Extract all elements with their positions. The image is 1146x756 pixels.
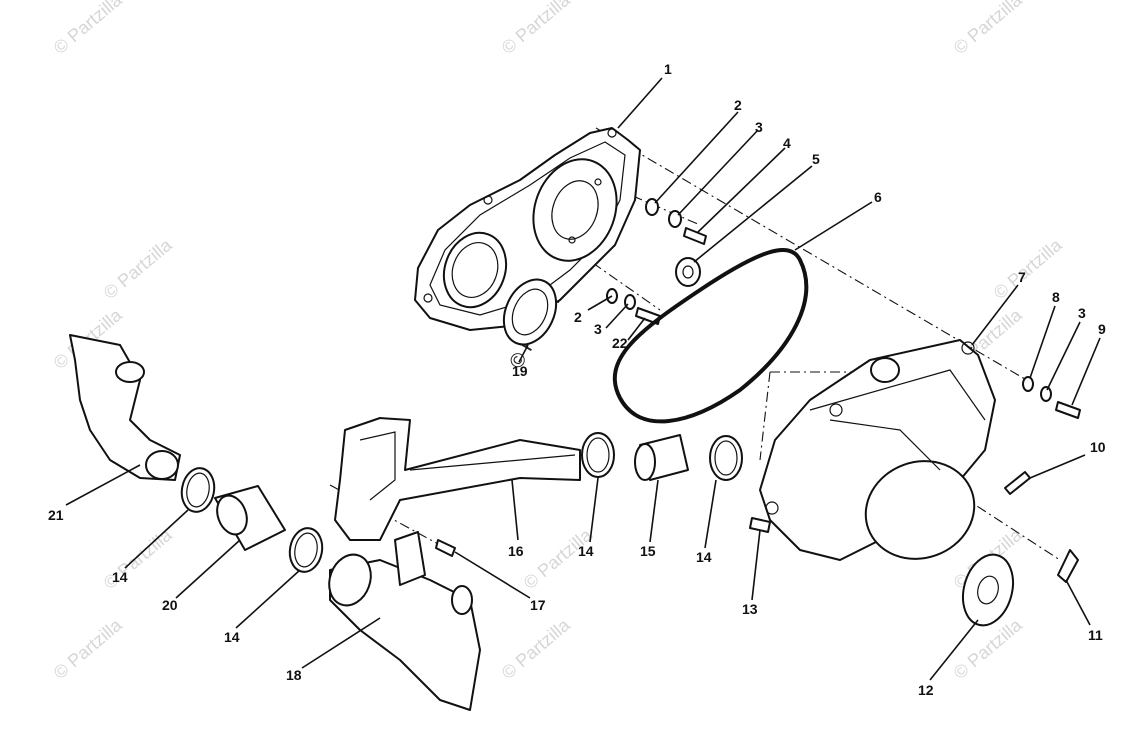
callout-8: 8: [1052, 289, 1060, 305]
upper-hardware: [645, 198, 707, 287]
callout-21: 21: [48, 507, 64, 523]
callout-20: 20: [162, 597, 178, 613]
fastener: [749, 517, 771, 533]
callout-3-right: 3: [1078, 305, 1086, 321]
callout-9: 9: [1098, 321, 1106, 337]
callout-19: 19: [512, 363, 528, 379]
watermark: © Partzilla: [100, 234, 177, 303]
upper-coupler-set: [581, 432, 743, 481]
lower-duct: [328, 531, 481, 711]
lower-coupler-set: [180, 467, 324, 573]
callout-4: 4: [783, 135, 791, 151]
callout-15: 15: [640, 543, 656, 559]
drive-belt: [612, 248, 809, 424]
inner-cover-plate: [414, 127, 641, 331]
round-pad: [962, 553, 1014, 627]
watermark: © Partzilla: [950, 0, 1027, 58]
decal: [1004, 471, 1031, 495]
watermark: © Partzilla: [498, 614, 575, 683]
callout-3-lower: 3: [594, 321, 602, 337]
callout-14-b: 14: [696, 549, 712, 565]
callout-16: 16: [508, 543, 524, 559]
callout-6: 6: [874, 189, 882, 205]
callout-3: 3: [755, 119, 763, 135]
callout-22: 22: [612, 335, 628, 351]
callout-14-c: 14: [112, 569, 128, 585]
watermark: © Partzilla: [50, 614, 127, 683]
callout-17: 17: [530, 597, 546, 613]
intake-duct: [334, 417, 581, 541]
callout-13: 13: [742, 601, 758, 617]
callout-11: 11: [1088, 627, 1103, 643]
callout-14-a: 14: [578, 543, 594, 559]
outlet-duct: [69, 334, 181, 481]
label: [1057, 549, 1079, 583]
watermark: © Partzilla: [498, 0, 575, 58]
callout-12: 12: [918, 682, 934, 698]
callout-2: 2: [734, 97, 742, 113]
outer-clutch-cover: [759, 339, 996, 561]
callout-14-d: 14: [224, 629, 240, 645]
watermark: © Partzilla: [50, 0, 127, 58]
watermarks: © Partzilla © Partzilla © Partzilla © Pa…: [50, 0, 1067, 683]
screw: [435, 539, 456, 557]
callout-18: 18: [286, 667, 302, 683]
callout-1: 1: [664, 61, 672, 77]
callout-7: 7: [1018, 269, 1026, 285]
callout-10: 10: [1090, 439, 1106, 455]
callout-numbers: 1 2 3 4 5 6 2 3 22 19 7 8 3 9 10 11 12 1…: [48, 61, 1106, 698]
seal: [502, 278, 558, 346]
callout-2-lower: 2: [574, 309, 582, 325]
leader-lines: [65, 77, 1101, 681]
callout-5: 5: [812, 151, 820, 167]
right-hardware: [1022, 376, 1081, 419]
